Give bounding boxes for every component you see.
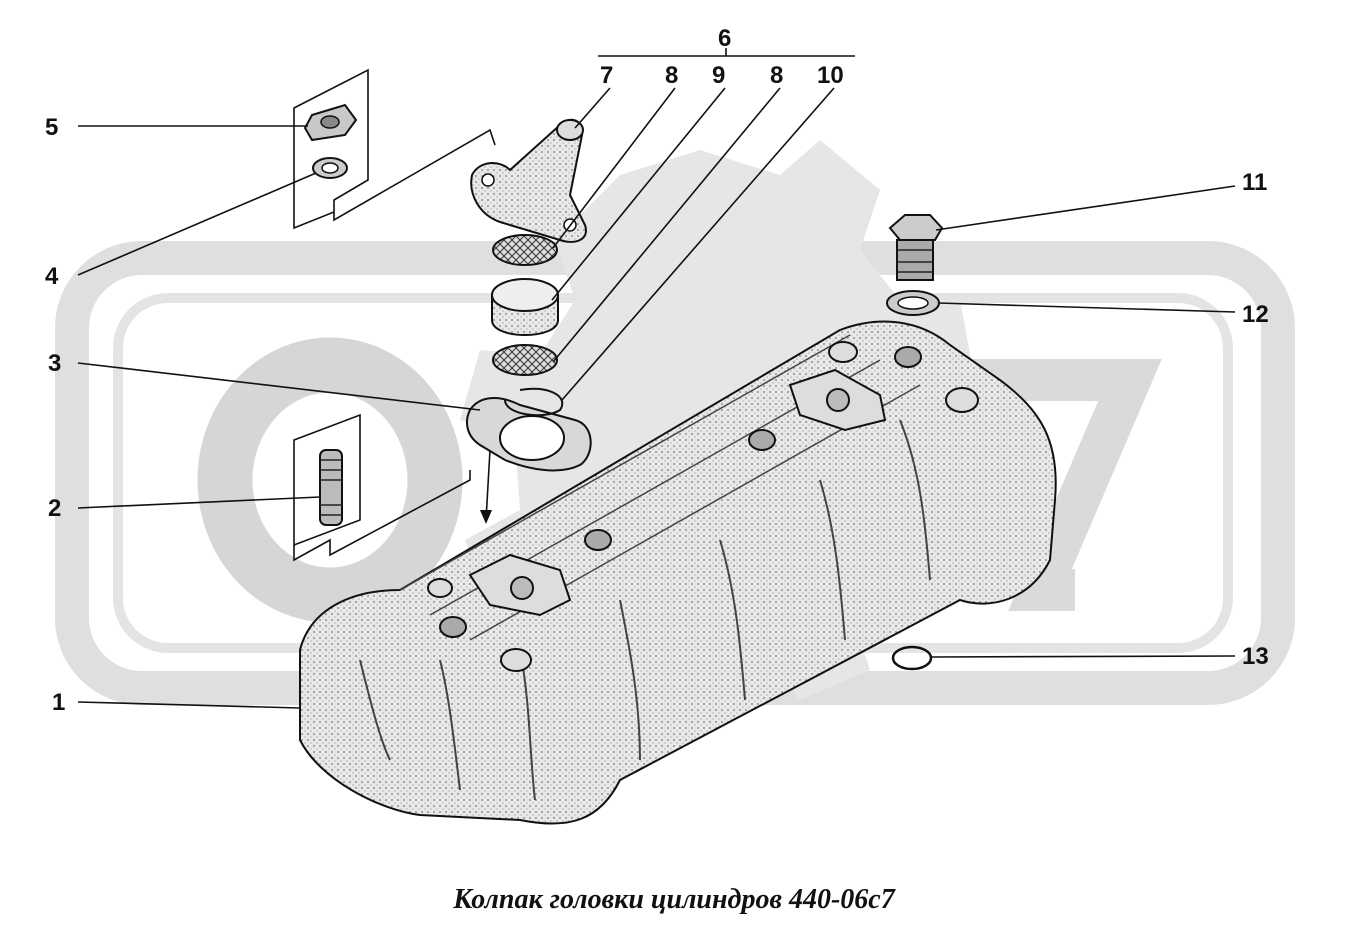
callout-9: 9 [712, 62, 725, 89]
callout-11: 11 [1242, 169, 1267, 196]
assembly-arrow [480, 449, 492, 524]
callout-labels: 1 2 3 4 5 6 7 8 9 8 10 11 12 13 [45, 25, 1269, 716]
callout-10: 10 [817, 62, 844, 89]
oil-filler-plug [886, 214, 944, 316]
group-6-bracket [598, 48, 855, 57]
callout-5: 5 [45, 114, 58, 141]
callout-6: 6 [718, 25, 731, 52]
callout-8b: 8 [770, 62, 783, 89]
retaining-ring [891, 645, 933, 671]
leader-lines [77, 87, 1236, 709]
breather-filter-stack [491, 234, 564, 417]
callout-3: 3 [48, 350, 61, 377]
callout-2: 2 [48, 495, 61, 522]
breather-elbow [470, 118, 587, 243]
gasket [466, 397, 592, 472]
stud [293, 413, 471, 562]
washer-and-nut [293, 68, 496, 230]
diagram-caption: Колпак головки цилиндров 440-06с7 [453, 884, 895, 915]
callout-13: 13 [1242, 643, 1269, 670]
callout-7: 7 [600, 62, 613, 89]
callout-4: 4 [45, 263, 59, 290]
cylinder-head-cover [299, 320, 1057, 825]
callout-8a: 8 [665, 62, 678, 89]
callout-12: 12 [1242, 301, 1269, 328]
callout-1: 1 [52, 689, 65, 716]
